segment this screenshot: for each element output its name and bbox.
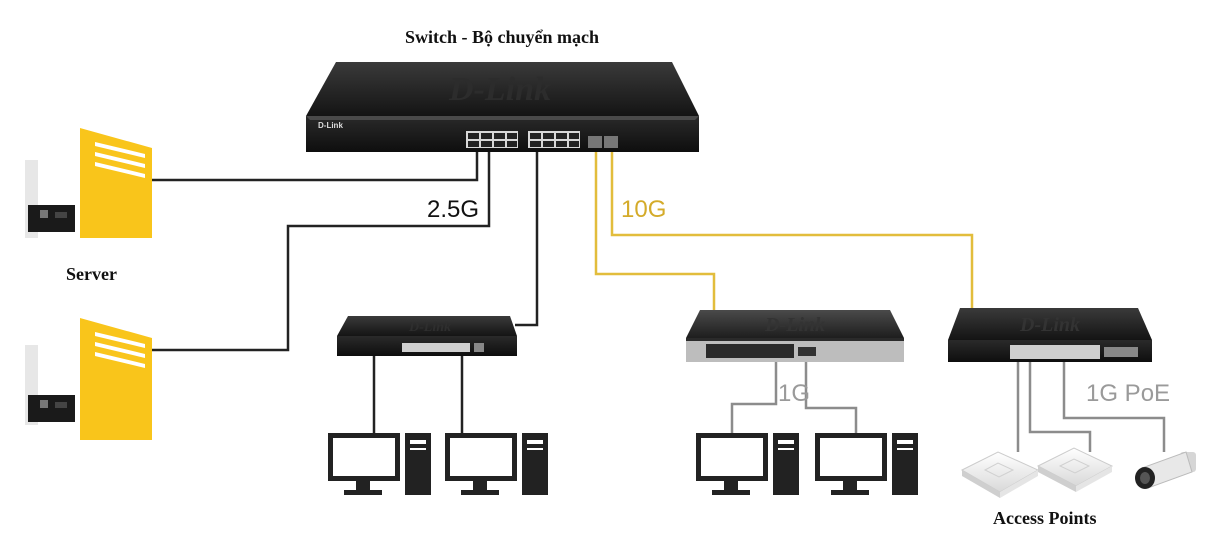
diagram-title: Switch - Bộ chuyển mạch [405, 27, 600, 47]
access-point-1 [960, 451, 1040, 498]
server-label: Server [66, 264, 117, 284]
sfp-port-1 [588, 136, 602, 148]
server-2 [25, 318, 152, 440]
access-points-label: Access Points [993, 508, 1097, 528]
speed-label-1g: 1G [778, 380, 811, 407]
access-point-2 [1036, 447, 1114, 492]
speed-label-2.5g: 2.5G [427, 196, 480, 223]
brand-watermark: D-Link [448, 71, 551, 108]
link-server2-2.5g [152, 148, 491, 352]
main-switch: D-Link D-Link [306, 62, 699, 152]
mid-switch: D-Link [686, 310, 904, 362]
sfp-port-2 [604, 136, 618, 148]
speed-label-1g-poe: 1G PoE [1086, 380, 1171, 407]
port-row-right [528, 131, 580, 148]
cables [152, 148, 1166, 452]
link-10g-mid [594, 148, 716, 310]
poe-switch: D-Link [948, 308, 1152, 362]
brand-badge: D-Link [318, 121, 343, 130]
computer-1 [328, 433, 431, 495]
svg-text:D-Link: D-Link [764, 314, 825, 336]
computer-2 [445, 433, 548, 495]
desk-switch: D-Link [337, 316, 517, 356]
speed-label-10g: 10G [621, 196, 667, 223]
link-desk-switch [515, 148, 539, 327]
link-server1-2.5g [152, 148, 479, 182]
computer-3 [696, 433, 799, 495]
link-10g-poe [610, 148, 974, 310]
port-row-left [466, 131, 518, 148]
computer-4 [815, 433, 918, 495]
svg-text:D-Link: D-Link [408, 320, 451, 335]
svg-text:D-Link: D-Link [1019, 314, 1080, 336]
server-1 [25, 128, 152, 238]
security-camera [1135, 451, 1196, 489]
